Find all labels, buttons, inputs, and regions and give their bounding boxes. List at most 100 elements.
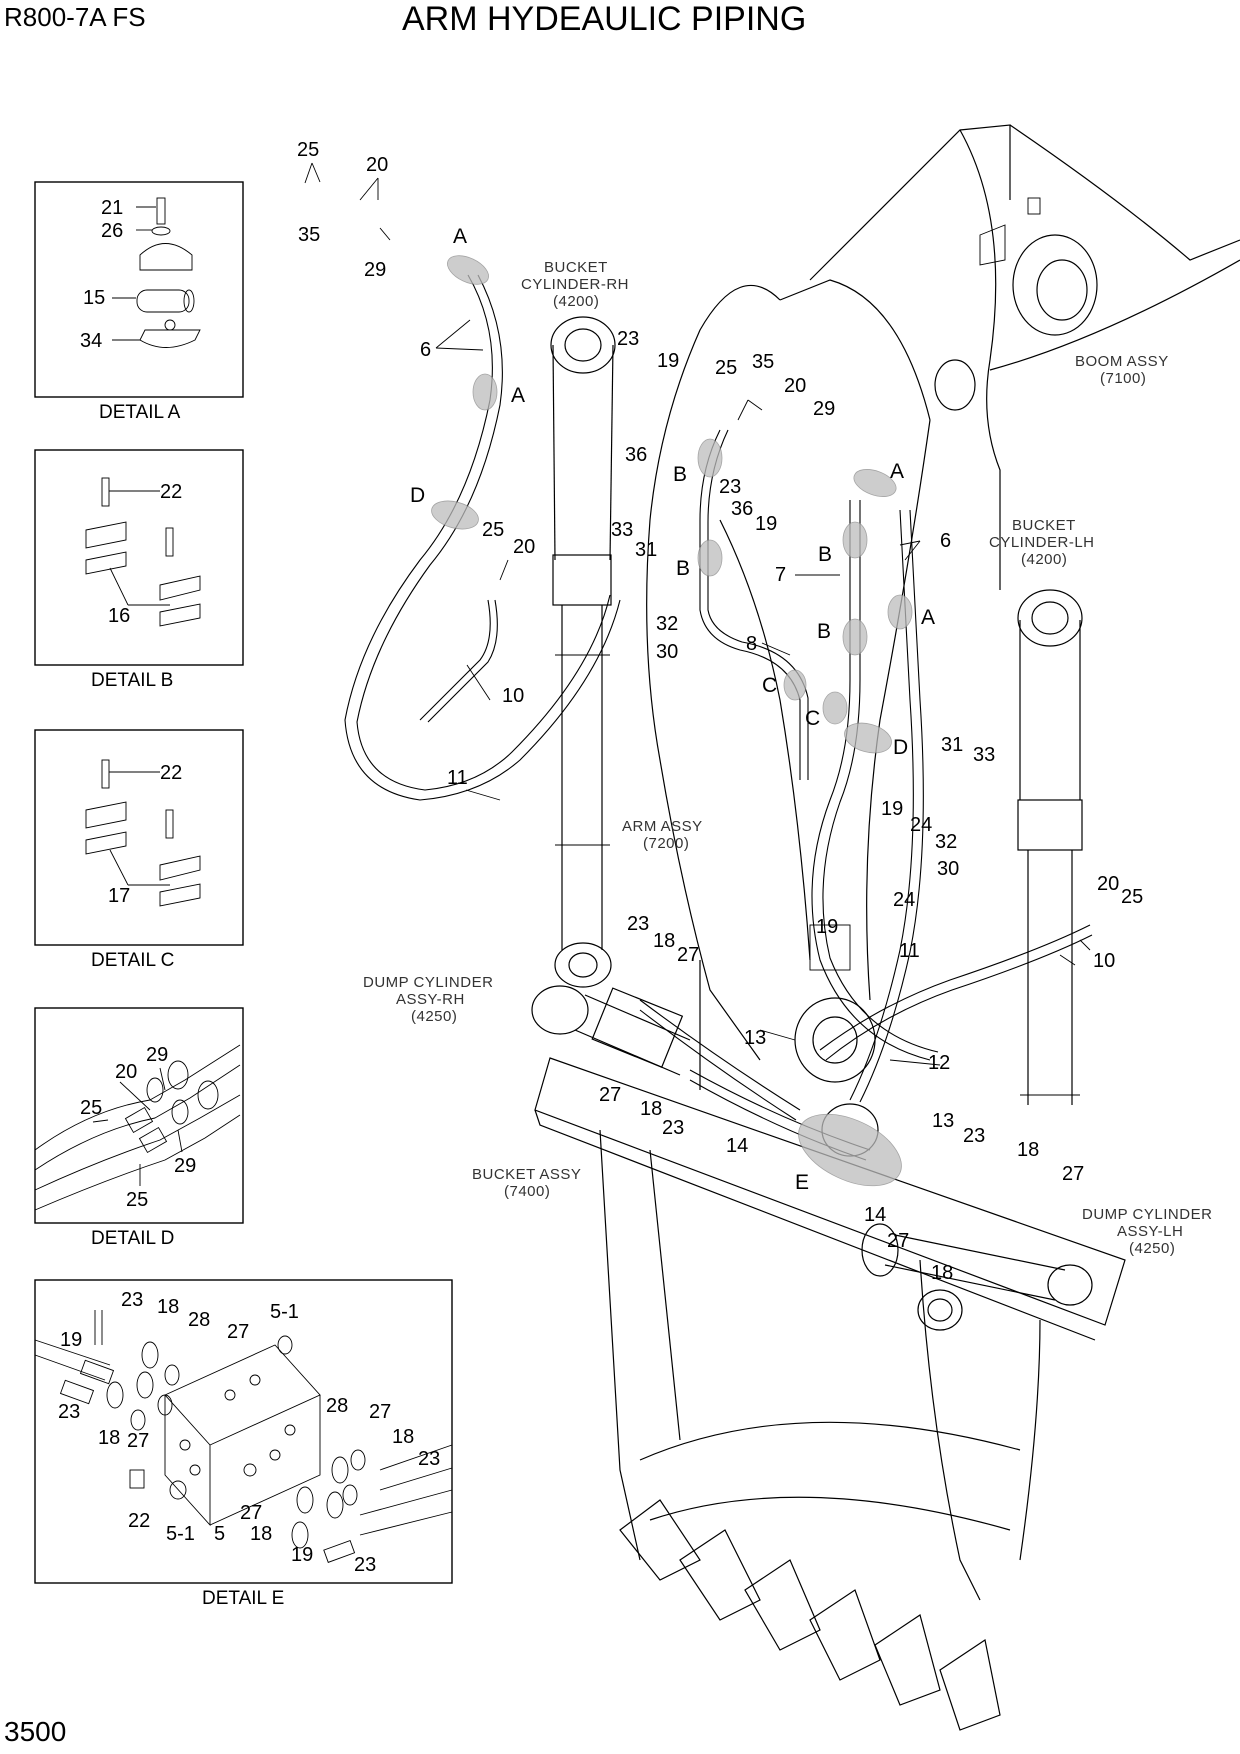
callout-25: 23: [719, 476, 741, 498]
assembly-labels: BUCKET CYLINDER-RH (4200) BOOM ASSY (710…: [363, 259, 1212, 1257]
callout-6: 6: [420, 339, 431, 361]
detail-e-label-1: 23: [121, 1289, 143, 1311]
callout-3: 35: [298, 224, 320, 246]
dump-cylinder-lh-line-3: (4250): [1129, 1240, 1175, 1257]
detail-c-label-2: 17: [108, 885, 130, 907]
callout-42: 24: [910, 814, 932, 836]
detail-d-label-2: 20: [115, 1061, 137, 1083]
detail-b-label-1: 22: [160, 481, 182, 503]
callout-37: C: [805, 707, 820, 730]
callout-19: 36: [625, 444, 647, 466]
detail-e-label-6: 19: [60, 1329, 82, 1351]
detail-e-label-20: 23: [354, 1554, 376, 1576]
callout-29: B: [818, 543, 832, 566]
detail-c-label-1: 22: [160, 762, 182, 784]
callout-13: 33: [611, 519, 633, 541]
callout-55: 12: [928, 1052, 950, 1074]
callout-60: 13: [932, 1110, 954, 1132]
callout-67: 18: [931, 1262, 953, 1284]
callout-44: 30: [937, 858, 959, 880]
bucket-cylinder-rh-line-3: (4200): [553, 293, 599, 310]
callout-36: C: [762, 674, 777, 697]
callout-35: B: [817, 620, 831, 643]
callout-40: 33: [973, 744, 995, 766]
callout-27: 19: [755, 513, 777, 535]
detail-e-label-18: 18: [250, 1523, 272, 1545]
detail-d-box: 25 20 29 29 25 DETAIL D: [34, 1007, 244, 1249]
bucket-cylinder-lh-line-2: CYLINDER-LH: [989, 534, 1095, 551]
detail-e-label-3: 28: [188, 1309, 210, 1331]
callout-47: 20: [1097, 873, 1119, 895]
detail-d-label-5: 25: [126, 1189, 148, 1211]
page-title: ARM HYDEAULIC PIPING: [402, 0, 807, 38]
detail-a-label-3: 15: [83, 287, 105, 309]
detail-a-label-2: 26: [101, 220, 123, 242]
callout-58: 23: [662, 1117, 684, 1139]
dump-cylinder-lh-line-2: ASSY-LH: [1117, 1223, 1183, 1240]
callout-17: 23: [617, 328, 639, 350]
callout-54: 13: [744, 1027, 766, 1049]
callout-31: 7: [775, 564, 786, 586]
leader-lines: [304, 162, 1091, 1066]
callout-46: 19: [816, 916, 838, 938]
callout-62: 23: [963, 1125, 985, 1147]
callout-33: A: [921, 606, 935, 629]
callout-22: 20: [784, 375, 806, 397]
arm-assy-line-1: ARM ASSY: [622, 818, 703, 835]
detail-e-label-5: 5-1: [270, 1301, 299, 1323]
callout-15: 32: [656, 613, 678, 635]
detail-e-label-9: 27: [127, 1430, 149, 1452]
callout-30: B: [676, 557, 690, 580]
callout-45: 24: [893, 889, 915, 911]
callout-11: 10: [502, 685, 524, 707]
detail-e-label-16: 5: [214, 1523, 225, 1545]
callout-57: 18: [640, 1098, 662, 1120]
callout-4: 29: [364, 259, 386, 281]
dump-cylinder-rh-line-1: DUMP CYLINDER: [363, 974, 493, 991]
callout-52: 18: [653, 930, 675, 952]
callout-50: 11: [899, 940, 920, 962]
detail-e-caption: DETAIL E: [202, 1588, 284, 1609]
detail-c-box: 22 17 DETAIL C: [34, 729, 244, 971]
callout-10: 20: [513, 536, 535, 558]
boom-assy-line-2: (7100): [1100, 370, 1146, 387]
callout-64: 27: [1062, 1163, 1084, 1185]
callout-43: 32: [935, 831, 957, 853]
detail-b-label-2: 16: [108, 605, 130, 627]
callout-41: 19: [881, 798, 903, 820]
callout-65: 14: [864, 1204, 886, 1226]
detail-d-label-4: 29: [174, 1155, 196, 1177]
callout-53: 27: [677, 944, 699, 966]
detail-e-label-8: 18: [98, 1427, 120, 1449]
callout-14: 31: [635, 539, 657, 561]
callout-61: E: [795, 1171, 809, 1194]
detail-e-label-4: 27: [227, 1321, 249, 1343]
detail-e-label-14: 22: [128, 1510, 150, 1532]
callout-24: B: [673, 463, 687, 486]
callout-8: D: [410, 484, 425, 507]
callout-16: 30: [656, 641, 678, 663]
detail-e-label-12: 18: [392, 1426, 414, 1448]
callout-56: 27: [599, 1084, 621, 1106]
detail-d-label-3: 29: [146, 1044, 168, 1066]
page-number: 3500: [4, 1716, 67, 1747]
bucket-cylinder-rh-line-2: CYLINDER-RH: [521, 276, 629, 293]
callout-59: 14: [726, 1135, 748, 1157]
bucket-assy-line-1: BUCKET ASSY: [472, 1166, 581, 1183]
callout-12: 11: [447, 767, 468, 789]
main-assembly-lines: [531, 124, 1240, 1731]
detail-a-box: 21 26 15 34 DETAIL A: [34, 181, 244, 423]
callout-38: D: [893, 736, 908, 759]
detail-b-box: 22 16 DETAIL B: [34, 449, 244, 691]
bucket-cylinder-lh-line-1: BUCKET: [1012, 517, 1076, 534]
boom-assy-line-1: BOOM ASSY: [1075, 353, 1169, 370]
bucket-cylinder-rh-line-1: BUCKET: [544, 259, 608, 276]
detail-e-label-2: 18: [157, 1296, 179, 1318]
callout-39: 31: [941, 734, 963, 756]
detail-b-caption: DETAIL B: [91, 670, 173, 691]
detail-a-caption: DETAIL A: [99, 402, 181, 423]
callout-5: A: [453, 225, 467, 248]
detail-e-label-15: 5-1: [166, 1523, 195, 1545]
bucket-assy-line-2: (7400): [504, 1183, 550, 1200]
